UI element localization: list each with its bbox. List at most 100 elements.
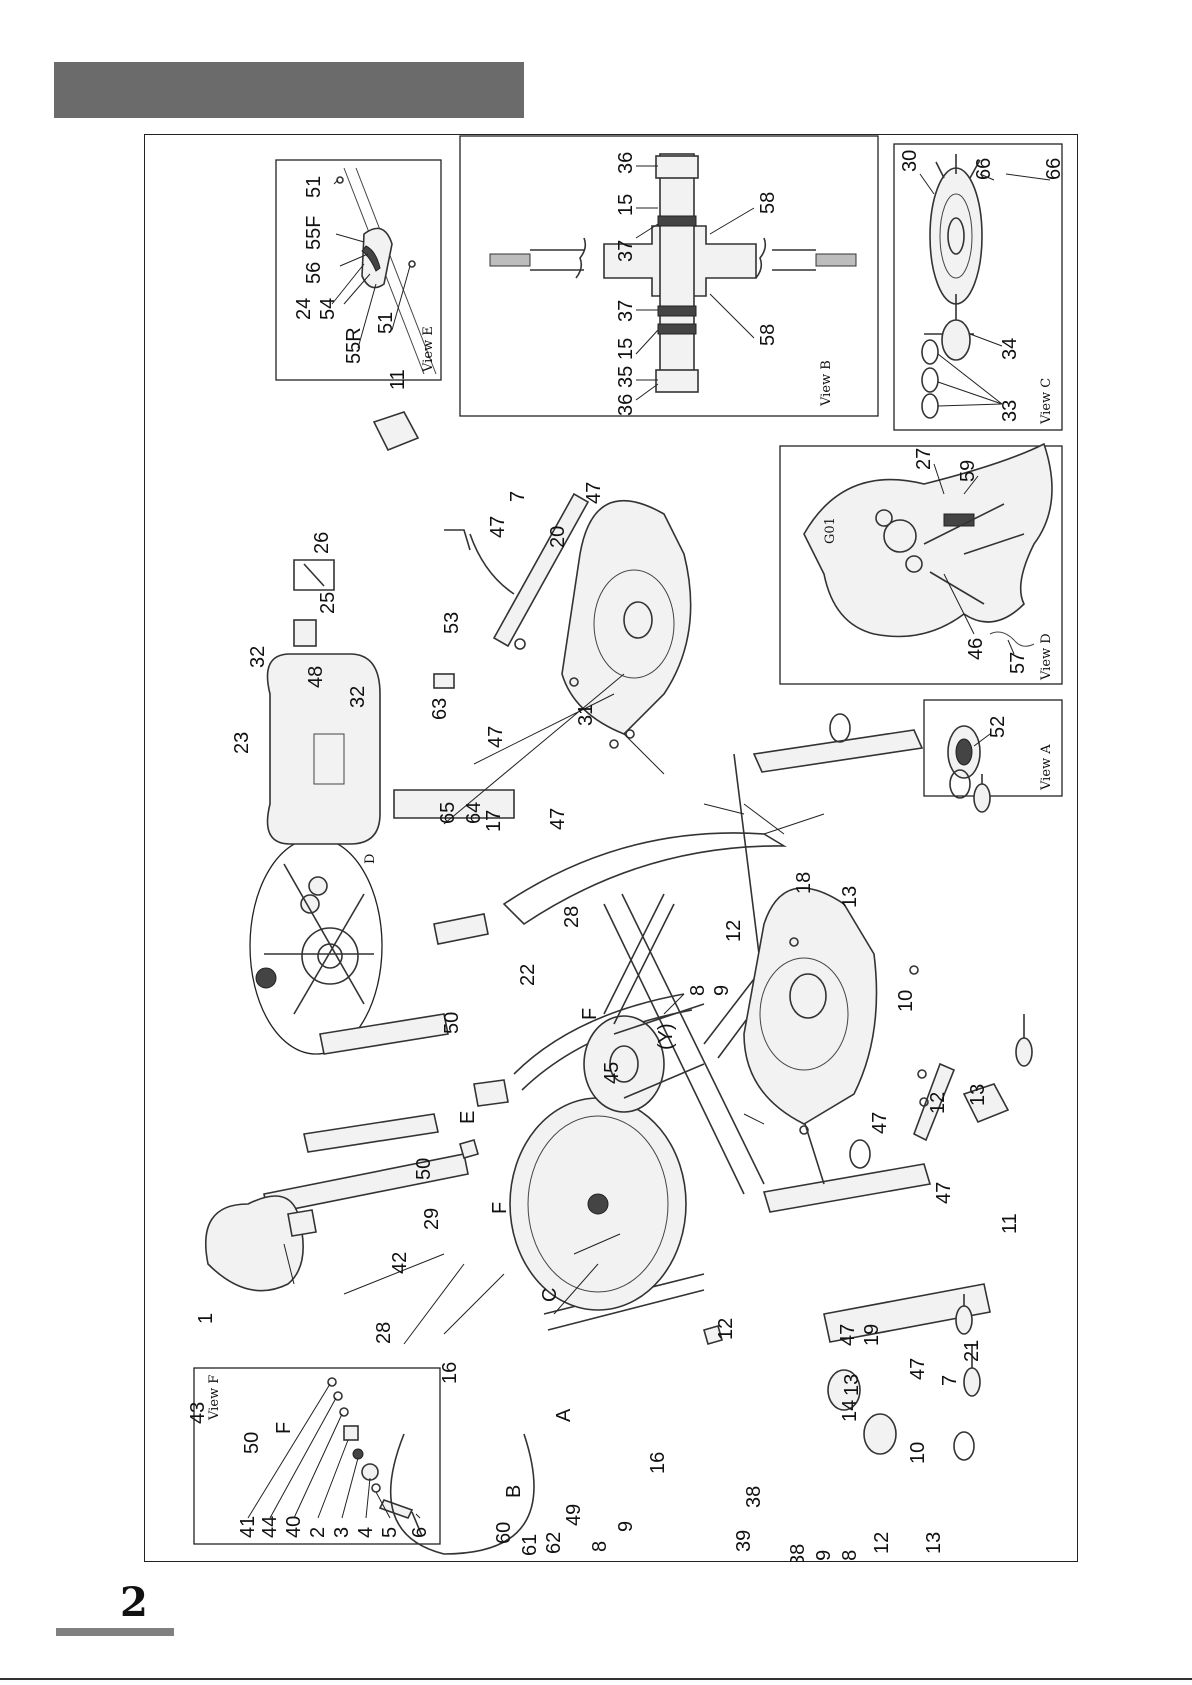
label-27: 27 (913, 448, 935, 470)
label-9-b: 9 (615, 1521, 637, 1532)
label-2: 2 (307, 1527, 329, 1538)
label-24: 24 (293, 298, 315, 320)
label-28-a: 28 (561, 906, 583, 928)
label-37-b: 37 (615, 300, 637, 322)
saddle-1 (204, 1195, 304, 1292)
main-labels: 11 26 25 32 48 32 23 53 47 7 20 47 63 47… (187, 369, 1021, 1562)
tube-60 (389, 1433, 535, 1555)
label-66-a: 66 (973, 158, 995, 180)
label-12-d: 12 (871, 1532, 893, 1554)
view-e-panel: View E 51 55F 56 24 54 55R 51 (275, 159, 442, 381)
label-17: 17 (483, 810, 505, 832)
view-b-label: View B (819, 360, 834, 407)
label-48: 48 (305, 666, 327, 688)
main-assembly (204, 411, 1033, 1555)
label-b: B (503, 1485, 525, 1498)
label-f-c: F (273, 1422, 295, 1434)
label-18: 18 (793, 872, 815, 894)
label-23: 23 (231, 732, 253, 754)
bracket-16-b (703, 1325, 723, 1345)
label-43: 43 (187, 1402, 209, 1424)
exploded-parts-diagram: View E 51 55F 56 24 54 55R 51 View B 36 … (187, 135, 1065, 1562)
label-34: 34 (999, 338, 1021, 360)
seat-slider-43 (263, 1153, 469, 1215)
label-50-b: 50 (413, 1158, 435, 1180)
label-64: 64 (463, 802, 485, 824)
crank-arm-21 (913, 1062, 956, 1142)
view-d-label: View D (1039, 633, 1054, 681)
view-e-label: View E (421, 326, 436, 373)
rear-stabilizer-14 (762, 1163, 932, 1213)
label-47-d: 47 (547, 808, 569, 830)
label-32-b: 32 (347, 686, 369, 708)
label-56: 56 (303, 262, 325, 284)
label-66-b: 66 (1043, 158, 1065, 180)
down-tube (603, 893, 765, 1195)
label-37-a: 37 (615, 240, 637, 262)
view-f-label: View F (207, 1375, 222, 1421)
label-6: 6 (409, 1527, 431, 1538)
seat-post-28 (303, 1113, 439, 1153)
label-25: 25 (317, 592, 339, 614)
label-13-c: 13 (841, 1374, 863, 1396)
brake-pad-53 (444, 529, 515, 595)
label-51-a: 51 (303, 176, 325, 198)
label-13-a: 13 (839, 886, 861, 908)
view-d-panel: G01 View D 27 59 46 57 (779, 442, 1063, 685)
label-4: 4 (355, 1527, 377, 1538)
detail-d-circle: D (249, 837, 383, 1055)
bottle-cage-26 (293, 559, 335, 591)
label-47-b: 47 (583, 482, 605, 504)
label-47-c: 47 (485, 726, 507, 748)
label-53: 53 (441, 612, 463, 634)
label-58-a: 58 (757, 192, 779, 214)
label-65: 65 (437, 802, 459, 824)
label-f-b: F (489, 1202, 511, 1214)
label-32-a: 32 (247, 646, 269, 668)
flywheel-pulley (929, 167, 983, 305)
label-55r: 55R (343, 327, 365, 364)
label-63: 63 (429, 698, 451, 720)
label-e: E (457, 1111, 479, 1124)
label-52: 52 (987, 716, 1009, 738)
label-f-a: F (579, 1008, 601, 1020)
label-39-a: 39 (733, 1530, 755, 1552)
chain-guard-left (743, 887, 878, 1125)
label-47-a: 47 (487, 516, 509, 538)
label-16-b: 16 (647, 1452, 669, 1474)
label-13-b: 13 (967, 1084, 989, 1106)
label-13-d: 13 (923, 1532, 945, 1554)
pulley-c (583, 1015, 665, 1113)
label-38-c: 38 (839, 1550, 861, 1562)
view-b-panel: View B 36 15 37 37 15 35 36 58 58 (459, 135, 879, 417)
g01-label: G01 (823, 517, 838, 544)
stabilizer-rear-14b (823, 1283, 991, 1343)
page-number: 2 (120, 1579, 148, 1626)
label-45: 45 (601, 1062, 623, 1084)
top-tube (502, 832, 787, 926)
label-38-b: 38 (787, 1544, 809, 1562)
label-11-a: 11 (387, 369, 409, 390)
bracket-50-a (433, 913, 489, 945)
pedal-11-bottom (962, 1083, 1010, 1124)
label-39-b: 39 (813, 1550, 835, 1562)
label-1: 1 (195, 1313, 217, 1324)
page-number-underline (56, 1628, 174, 1636)
label-14: 14 (839, 1400, 861, 1422)
label-30: 30 (899, 150, 921, 172)
bracket-50-b (473, 1079, 509, 1107)
label-5: 5 (379, 1527, 401, 1538)
front-stabilizer-18 (752, 729, 924, 773)
label-8-a: 8 (687, 985, 709, 996)
crank-arm-20 (492, 492, 590, 648)
label-51-b: 51 (375, 312, 397, 334)
label-21: 21 (961, 1340, 983, 1362)
page-bottom-rule (0, 1678, 1192, 1680)
view-a-label: View A (1039, 744, 1054, 791)
label-54: 54 (317, 298, 339, 320)
diagram-frame (144, 134, 1078, 1562)
label-12-a: 12 (723, 920, 745, 942)
label-c: C (539, 1288, 561, 1302)
pedal-11-top (372, 411, 420, 452)
bracket-16-a (459, 1139, 479, 1159)
